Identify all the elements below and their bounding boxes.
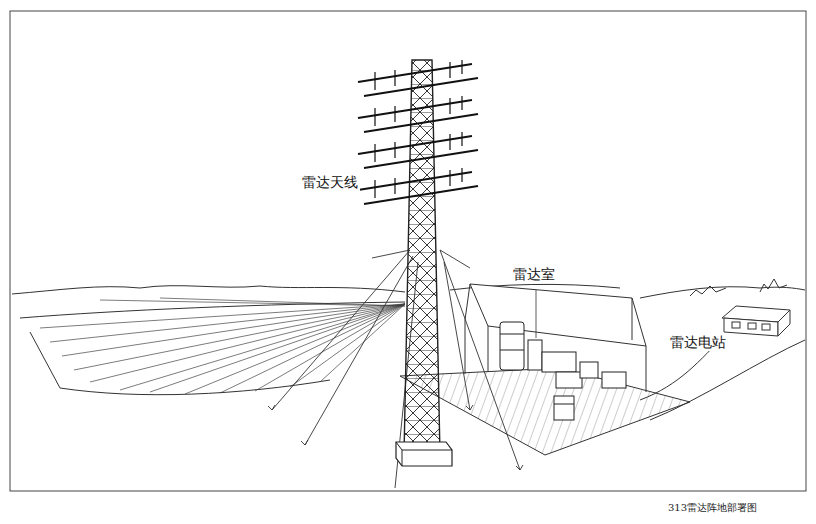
leader-line [536, 290, 537, 338]
lattice-mast [404, 60, 440, 455]
part-label: 雷达室 [511, 266, 557, 283]
tower-base [396, 442, 452, 466]
horizon-right [640, 287, 805, 298]
power-station [722, 306, 790, 336]
horizon-left [12, 286, 405, 294]
roof [470, 284, 646, 346]
distant-trees [690, 286, 726, 296]
frame [10, 11, 806, 491]
equipment [500, 322, 626, 420]
wall-edges [465, 284, 646, 392]
tower [396, 60, 452, 466]
caption: 313雷达阵地部署图 [668, 502, 757, 514]
radar-room [400, 284, 690, 455]
part-label: 雷达天线 [300, 174, 360, 191]
distant-trees [760, 279, 787, 292]
field-furrows [40, 298, 405, 394]
yagi-antenna [358, 60, 478, 204]
field-edge [30, 332, 330, 395]
part-label: 雷达电站 [668, 334, 728, 351]
